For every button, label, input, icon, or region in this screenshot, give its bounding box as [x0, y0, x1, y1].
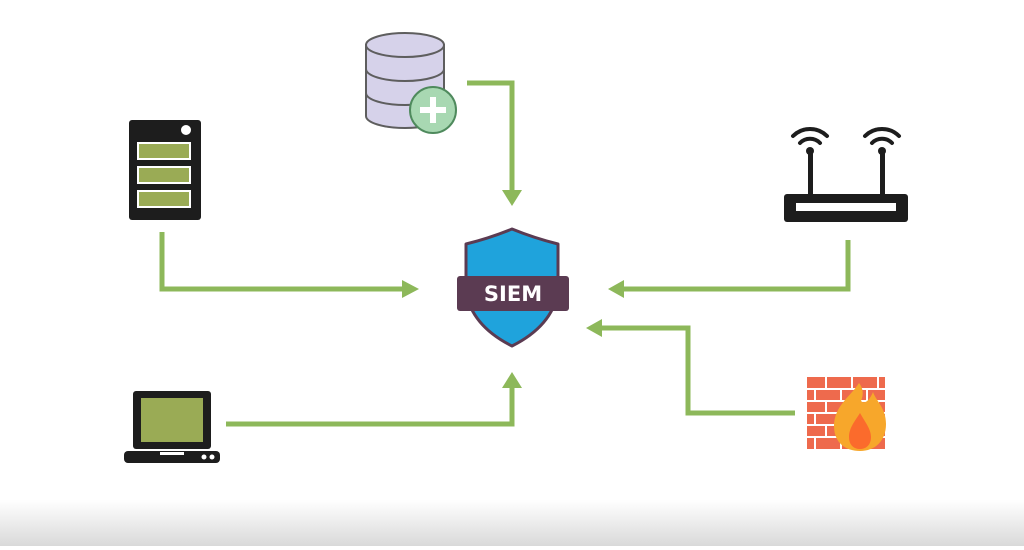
arrowhead-router [608, 280, 624, 298]
arrowhead-database [502, 190, 522, 206]
firewall-icon [807, 377, 886, 451]
siem-shield-icon: SIEM [457, 227, 569, 348]
arrow-firewall-to-siem [598, 325, 795, 416]
bottom-gradient [0, 500, 1024, 546]
laptop-icon [124, 391, 220, 463]
siem-label: SIEM [484, 282, 542, 306]
arrow-server-to-siem [159, 232, 405, 292]
siem-banner [457, 276, 569, 311]
arrowhead-server [402, 280, 419, 298]
database-add-icon [365, 32, 457, 134]
server-icon [129, 120, 201, 220]
connector-arrows [159, 80, 851, 427]
arrow-laptop-to-siem [226, 384, 515, 427]
arrowhead-firewall [586, 319, 602, 337]
wifi-router-icon [784, 126, 908, 222]
arrow-router-to-siem [621, 240, 851, 292]
arrowhead-laptop [502, 372, 522, 388]
arrow-database-to-siem [467, 80, 515, 195]
